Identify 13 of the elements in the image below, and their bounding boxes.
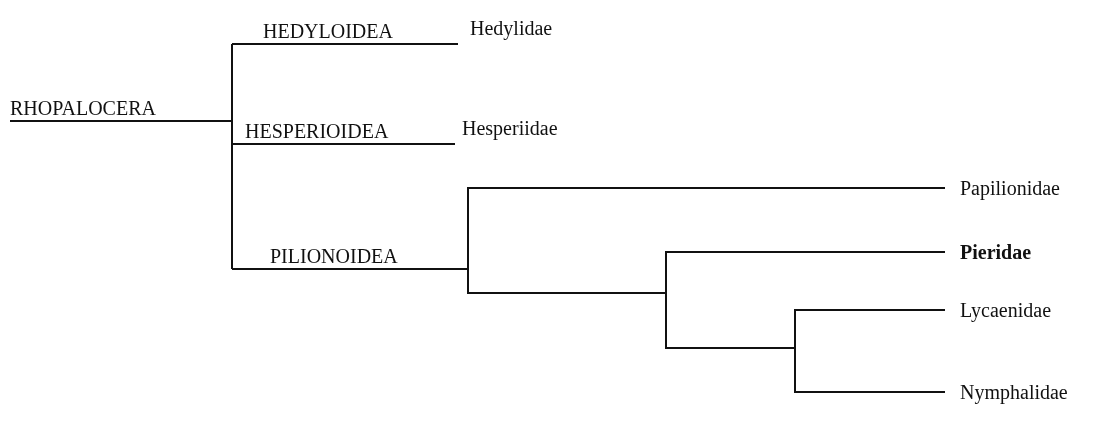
clade-branch-label: RHOPALOCERA [10,88,232,122]
family-label: Hesperiidae [462,116,558,140]
clade-branch-label: HESPERIOIDEA [232,111,455,145]
clade-branch-label: PILIONOIDEA [232,236,468,270]
family-label: Nymphalidae [945,380,1110,404]
tree-branch [467,187,946,270]
family-label: Papilionidae [945,176,1110,200]
family-label: Lycaenidae [945,298,1110,322]
family-label: Pieridae [945,240,1110,264]
clade-branch-label: HEDYLOIDEA [232,11,458,45]
tree-branch [231,43,233,122]
family-label: Hedylidae [470,16,553,40]
tree-branch [231,120,233,270]
